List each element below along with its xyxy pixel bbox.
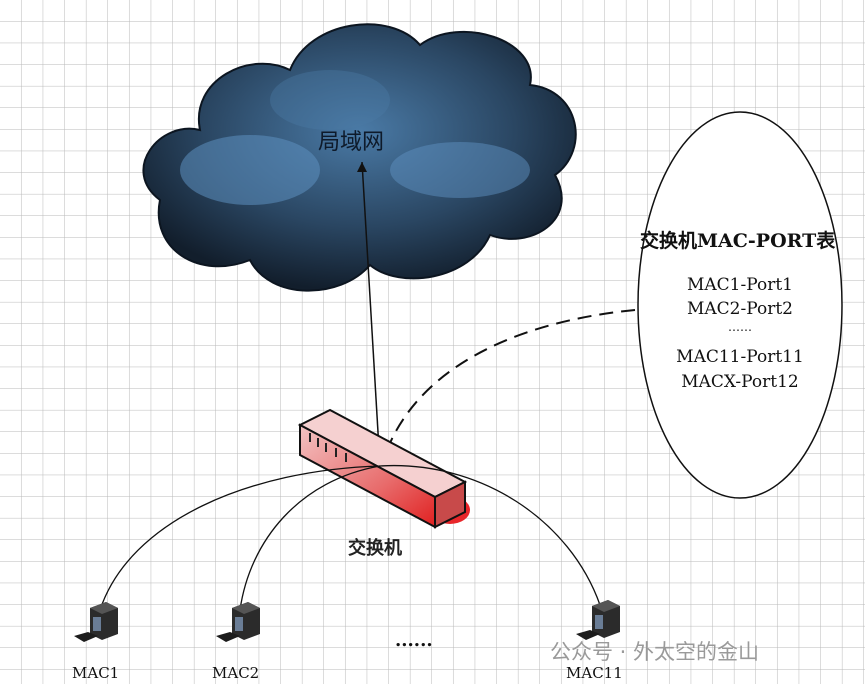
mac-table-row: MAC11-Port11 [676, 347, 804, 367]
mac-table-row: MAC1-Port1 [686, 275, 793, 295]
switch-device [297, 408, 470, 529]
mac-table-title: 交换机MAC-PORT表 [640, 230, 836, 252]
dashed-link [384, 309, 636, 456]
cloud-label: 局域网 [318, 130, 385, 155]
mac-table-row: …… [728, 320, 752, 334]
mac-table-row: MACX-Port12 [681, 372, 799, 392]
mac-table-ellipse [637, 111, 843, 499]
computer-label: MAC1 [72, 664, 120, 682]
computer-label: MAC2 [212, 664, 260, 682]
lan-cloud [142, 23, 577, 292]
switch-label: 交换机 [348, 538, 402, 559]
mac-table-row: MAC2-Port2 [686, 299, 793, 319]
arrow-icon [357, 162, 367, 172]
uplink-line [361, 161, 381, 467]
links [99, 464, 601, 611]
watermark: 公众号 · 外太空的金山 [550, 640, 760, 664]
computer-label: MAC11 [566, 664, 623, 682]
more-computers-ellipsis: ...... [395, 630, 433, 651]
